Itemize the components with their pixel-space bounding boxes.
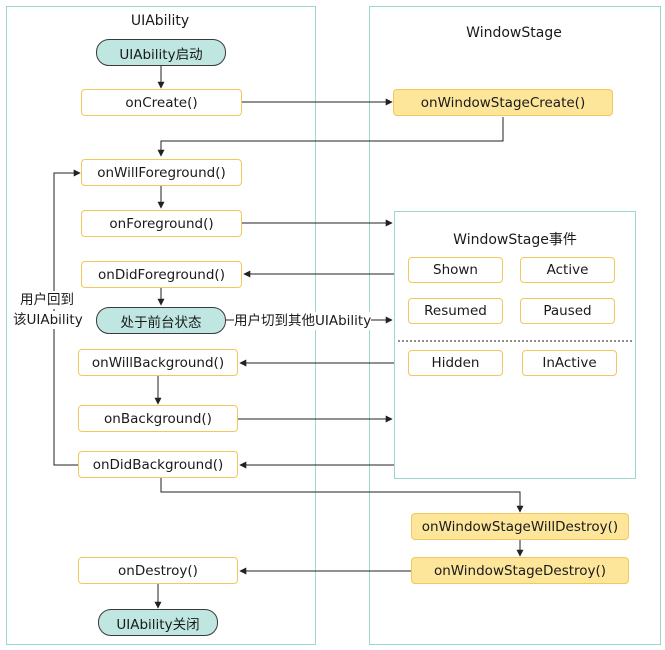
uiability-panel-title: UIAbility [130, 13, 190, 29]
on-destroy-node: onDestroy() [78, 557, 238, 584]
event-active: Active [520, 257, 615, 283]
return-label-line1: 用户回到 [20, 291, 74, 309]
windowstage-events-title: WindowStage事件 [453, 232, 577, 248]
on-did-background-node: onDidBackground() [78, 451, 238, 478]
event-resumed: Resumed [408, 298, 503, 324]
foreground-state: 处于前台状态 [96, 307, 226, 334]
event-inactive: InActive [522, 350, 617, 376]
switch-label: 用户切到其他UIAbility [234, 312, 372, 330]
windowstage-panel-title: WindowStage [466, 25, 562, 41]
uiability-end: UIAbility关闭 [98, 609, 218, 636]
on-window-stage-will-destroy-node: onWindowStageWillDestroy() [411, 513, 629, 540]
on-will-foreground-node: onWillForeground() [81, 159, 242, 186]
event-shown: Shown [408, 257, 503, 283]
uiability-start: UIAbility启动 [96, 39, 226, 66]
on-background-node: onBackground() [78, 405, 238, 432]
windowstage-events-panel [394, 211, 636, 479]
on-did-foreground-node: onDidForeground() [81, 261, 242, 288]
return-label-line2: 该UIAbility [13, 311, 83, 329]
on-window-stage-create-node: onWindowStageCreate() [393, 89, 613, 116]
event-paused: Paused [520, 298, 615, 324]
on-window-stage-destroy-node: onWindowStageDestroy() [411, 557, 629, 584]
event-hidden: Hidden [408, 350, 503, 376]
on-will-background-node: onWillBackground() [78, 349, 238, 376]
on-create-node: onCreate() [81, 89, 242, 116]
on-foreground-node: onForeground() [81, 210, 242, 237]
